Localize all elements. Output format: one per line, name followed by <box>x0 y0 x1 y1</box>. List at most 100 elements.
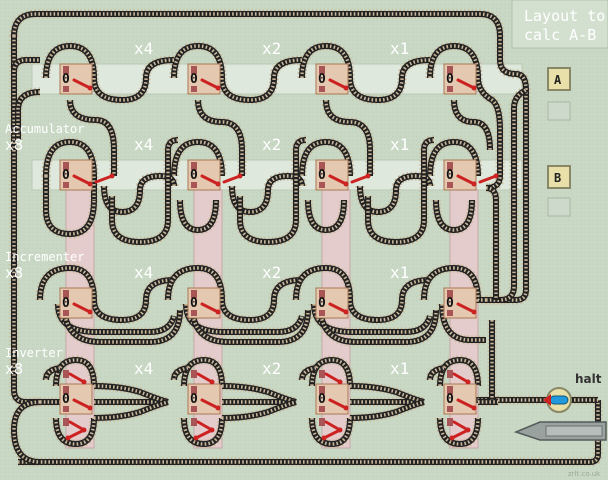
bit-toggle[interactable]: 0 <box>443 63 477 95</box>
track-gauge <box>221 400 297 420</box>
locomotive[interactable] <box>513 421 607 441</box>
svg-text:A: A <box>554 73 562 87</box>
register-a-button[interactable]: A <box>547 67 571 91</box>
section-label-accumulator: Accumulator <box>5 122 84 136</box>
bit-value: 0 <box>446 296 454 311</box>
halt-label: halt <box>575 372 602 386</box>
track-rail <box>427 138 481 177</box>
track-gauge <box>12 400 41 464</box>
bit-toggle[interactable]: 0 <box>315 370 349 441</box>
track-gauge <box>349 384 425 404</box>
track-gauge <box>54 358 96 387</box>
register-b-button[interactable]: B <box>547 165 571 189</box>
section-count-inverter: x8 <box>5 360 23 378</box>
multiplier-label: x4 <box>134 359 153 378</box>
track-rail <box>91 57 175 104</box>
track-gauge <box>324 99 372 176</box>
bit-toggle[interactable]: 0 <box>315 159 371 191</box>
track-gauge <box>44 176 96 236</box>
track-gauge <box>428 44 480 79</box>
track-gauge <box>440 303 486 342</box>
track-rail <box>67 99 117 176</box>
track-gauge <box>93 400 169 420</box>
halt-station[interactable] <box>543 387 572 413</box>
bit-value: 0 <box>318 168 326 183</box>
section-label-inverter: Inverter <box>5 346 63 360</box>
bit-toggle[interactable]: 0 <box>187 63 221 95</box>
track-gauge <box>196 99 244 176</box>
track-gauge <box>310 358 352 387</box>
track-gauge <box>172 44 224 79</box>
multiplier-label: x2 <box>262 359 281 378</box>
bit-toggle[interactable]: 0 <box>443 159 499 191</box>
track-rail <box>485 185 499 300</box>
track-gauge <box>182 358 224 387</box>
bit-toggle[interactable]: 0 <box>443 287 477 319</box>
title-line-2: calc A-B <box>524 26 596 44</box>
bit-value: 0 <box>446 168 454 183</box>
track-gauge <box>306 199 346 232</box>
track-gauge <box>312 303 432 334</box>
multiplier-label: x1 <box>390 135 409 154</box>
track-gauge <box>54 417 96 446</box>
bit-toggle[interactable]: 0 <box>59 159 115 191</box>
track-gauge <box>56 303 176 334</box>
track-rail <box>43 138 97 200</box>
track-gauge <box>310 417 352 446</box>
bit-modules: 0 0 0 0 0 0 0 0 0 0 0 0 0 0 0 0 <box>59 63 499 441</box>
bit-toggle[interactable]: 0 <box>315 63 349 95</box>
track-gauge <box>184 303 304 334</box>
track-gauge <box>18 400 600 464</box>
track-gauge <box>238 138 307 244</box>
multiplier-label: x4 <box>134 263 153 282</box>
bit-value: 0 <box>62 296 70 311</box>
track-gauge <box>44 366 445 381</box>
credit-text: zrlt.co.uk <box>568 470 601 478</box>
bit-toggle[interactable]: 0 <box>187 159 243 191</box>
track-gauge <box>182 417 224 446</box>
track-gauge <box>178 199 218 232</box>
track-gauge <box>438 417 480 446</box>
track-rail <box>451 99 493 151</box>
title-box <box>511 0 608 49</box>
track-gauge <box>110 138 179 244</box>
bit-value: 0 <box>62 392 70 407</box>
bit-toggle[interactable]: 0 <box>59 370 93 441</box>
track-rail <box>347 57 431 104</box>
bit-value: 0 <box>62 72 70 87</box>
section-count-accumulator: x8 <box>5 136 23 154</box>
track-gauge <box>300 44 352 79</box>
track-rail <box>299 138 353 177</box>
multiplier-label: x2 <box>262 39 281 58</box>
register-b-blank-slot[interactable] <box>547 197 571 217</box>
section-count-incrementer: x8 <box>5 264 23 282</box>
bit-value: 0 <box>318 392 326 407</box>
bit-toggle[interactable]: 0 <box>187 370 221 441</box>
track-gauge <box>166 266 303 322</box>
bit-toggle[interactable]: 0 <box>443 370 477 441</box>
bit-toggle[interactable]: 0 <box>59 63 93 95</box>
bit-toggle[interactable]: 0 <box>59 287 93 319</box>
track-gauge <box>38 266 175 322</box>
track-gauge <box>438 358 480 387</box>
register-a-blank-slot[interactable] <box>547 101 571 121</box>
track-gauge <box>93 384 169 404</box>
track-gauge <box>190 303 310 344</box>
track-gauge <box>366 138 435 244</box>
track-gauge <box>221 384 297 404</box>
bit-toggle[interactable]: 0 <box>315 287 349 319</box>
track-gauge <box>476 77 502 190</box>
track-gauge <box>294 266 431 322</box>
track-rails <box>10 11 601 465</box>
track-gauge <box>318 303 438 344</box>
track-gauge <box>12 12 528 302</box>
bit-value: 0 <box>446 72 454 87</box>
multiplier-label: x2 <box>262 135 281 154</box>
bit-toggle[interactable]: 0 <box>187 287 221 319</box>
multiplier-label: x4 <box>134 135 153 154</box>
track-gauge <box>12 58 40 73</box>
track-gauge <box>62 303 182 344</box>
section-label-incrementer: Incrementer <box>5 250 84 264</box>
